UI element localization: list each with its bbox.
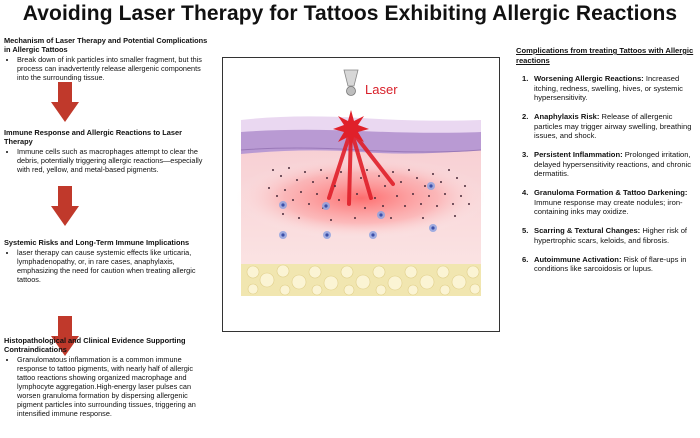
flow-step-mechanism: Mechanism of Laser Therapy and Potential… [4,36,209,82]
flow-step-heading: Histopathological and Clinical Evidence … [4,336,186,354]
complications-panel: Complications from treating Tattoos with… [516,46,698,283]
flow-step-heading: Immune Response and Allergic Reactions t… [4,128,182,146]
laser-label: Laser [365,82,398,97]
down-arrow-icon [51,186,79,226]
down-arrow-icon [51,316,79,356]
flow-step-histopathology: Histopathological and Clinical Evidence … [4,336,209,418]
flow-step-heading: Systemic Risks and Long-Term Immune Impl… [4,238,190,247]
flow-step-immune-response: Immune Response and Allergic Reactions t… [4,128,209,174]
page-title: Avoiding Laser Therapy for Tattoos Exhib… [22,2,678,25]
down-arrow-icon [51,82,79,122]
complication-item: 1.Worsening Allergic Reactions: Increase… [522,74,683,102]
skin-cross-section-illustration: Laser [233,69,489,296]
flow-step-bullet: Immune cells such as macrophages attempt… [17,147,209,174]
complication-item: 3.Persistent Inflammation: Prolonged irr… [522,150,692,178]
flow-step-bullet: laser therapy can cause systemic effects… [17,248,209,284]
skin-laser-figure: Laser [222,57,500,332]
flow-step-bullet: Break down of ink particles into smaller… [17,55,209,82]
complication-item: 2.Anaphylaxis Risk: Release of allergeni… [522,112,692,140]
complications-title: Complications from treating Tattoos with… [516,46,694,65]
complication-item: 6.Autoimmune Activation: Risk of flare-u… [522,254,687,274]
flow-step-heading: Mechanism of Laser Therapy and Potential… [4,36,208,54]
complication-item: 4.Granuloma Formation & Tattoo Darkening… [522,188,688,216]
flow-step-systemic-risks: Systemic Risks and Long-Term Immune Impl… [4,238,209,284]
flow-step-bullet: Granulomatous inflammation is a common i… [17,355,209,418]
complication-item: 5.Scarring & Textural Changes: Higher ri… [522,226,688,245]
